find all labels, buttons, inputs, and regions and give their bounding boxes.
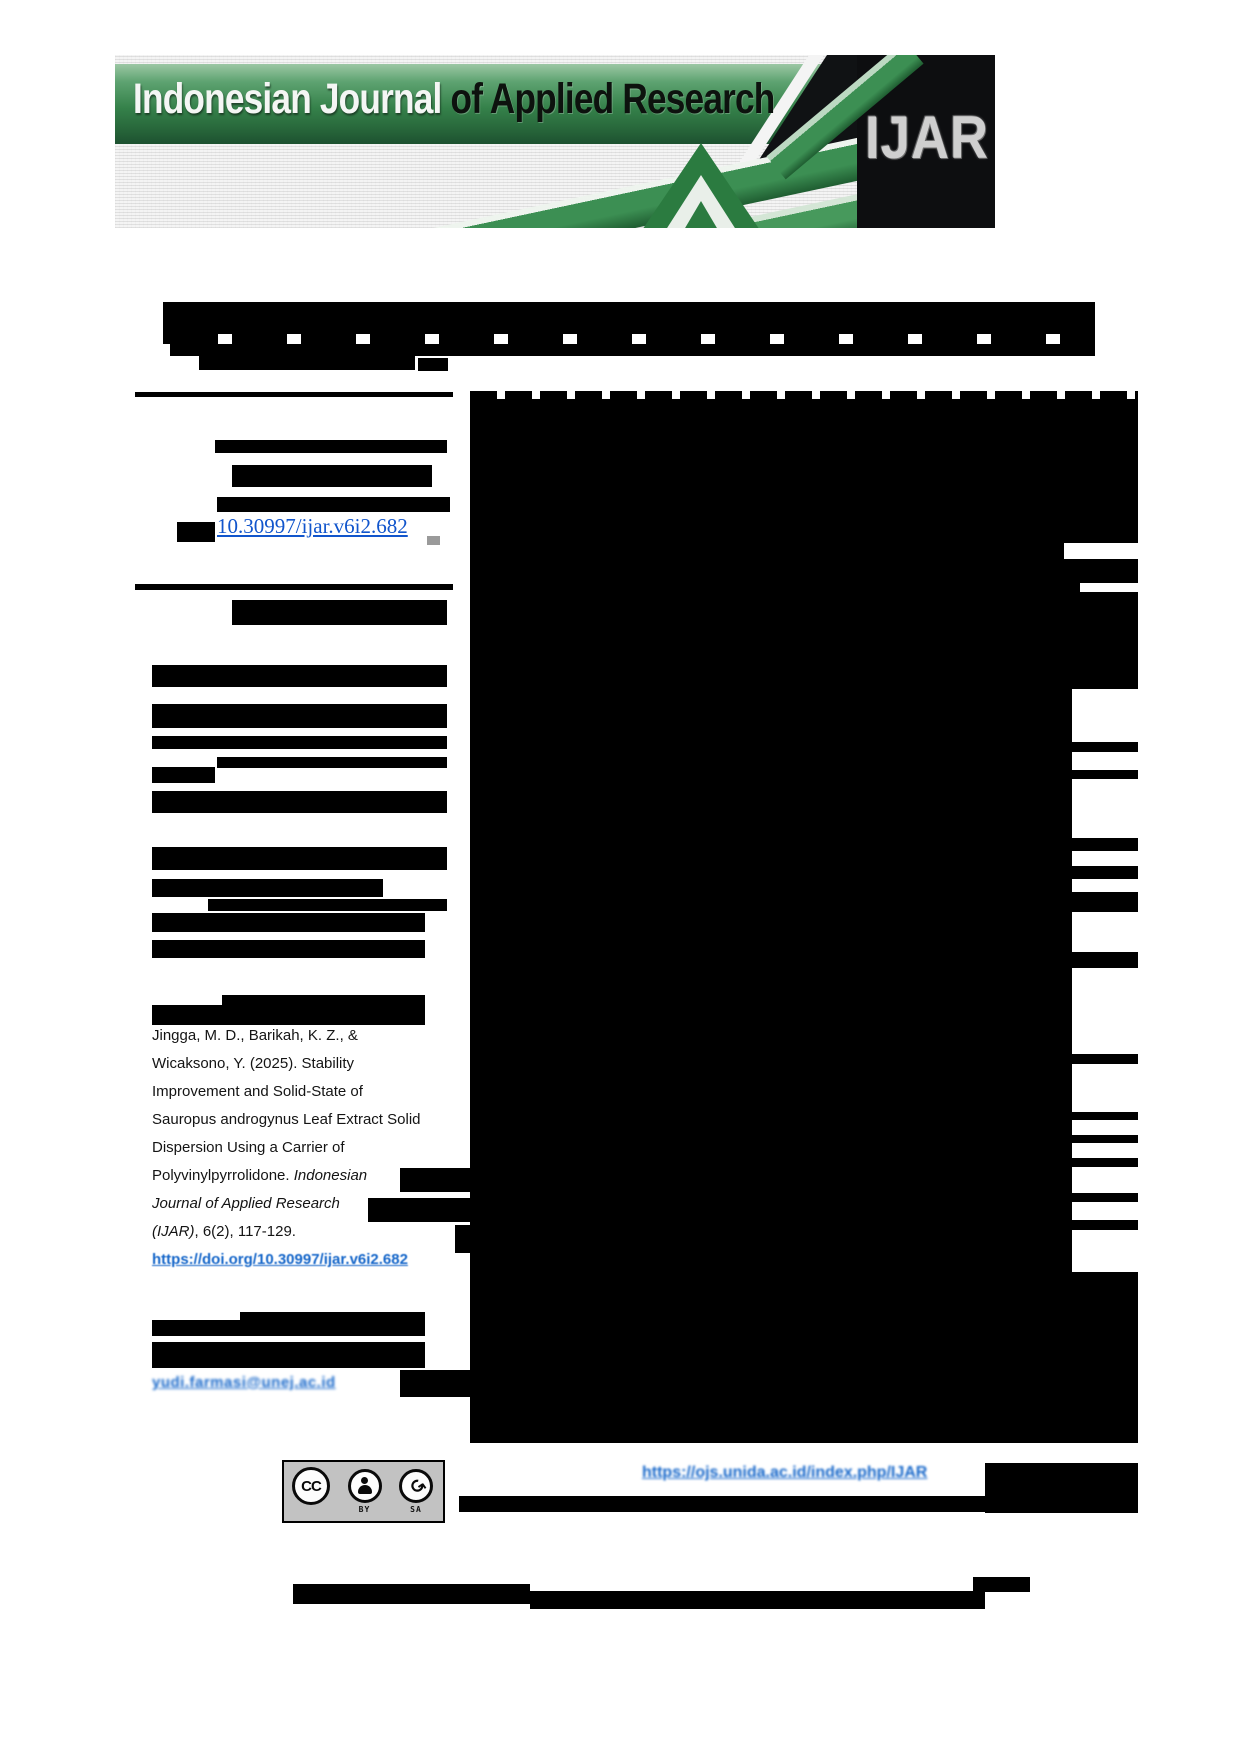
redaction-bar (152, 1342, 425, 1368)
divider-rule (135, 392, 453, 397)
redaction-bar (400, 1168, 470, 1192)
cc-icon: CC (292, 1467, 330, 1505)
redaction-gap (1072, 1230, 1138, 1272)
redaction-gap (1072, 689, 1138, 742)
redaction-gap (1064, 543, 1138, 559)
citation-line: https://doi.org/10.30997/ijar.v6i2.682 (152, 1246, 467, 1274)
redaction-bar (152, 704, 447, 728)
citation-block: Jingga, M. D., Barikah, K. Z., & Wicakso… (152, 1022, 467, 1274)
cc-sa-arrow-icon: ↺ (399, 1469, 433, 1503)
redaction-bar (135, 584, 453, 590)
redaction-bar (530, 1591, 985, 1609)
redacted-abstract-block (470, 399, 1138, 1443)
redaction-bar (152, 767, 215, 783)
citation-line: Sauropus androgynus Leaf Extract Solid (152, 1111, 421, 1128)
redaction-bar (400, 1370, 470, 1397)
redaction-bar (163, 302, 1095, 334)
journal-banner: IJAR Indonesian Journal of Applied Resea… (115, 55, 995, 228)
redaction-bar (459, 1496, 1138, 1512)
journal-title-left: Indonesian Journal (133, 75, 442, 123)
redaction-bar (199, 356, 415, 370)
redaction-bar (973, 1577, 1030, 1592)
redaction-gap (1072, 851, 1138, 866)
journal-ojs-link[interactable]: https://ojs.unida.ac.id/index.php/IJAR (642, 1464, 928, 1481)
citation-line: Journal of Applied Research (152, 1195, 340, 1212)
cc-by-sa-badge[interactable]: CC BY ↺ SA (282, 1460, 445, 1523)
citation-line: Wicaksono, Y. (2025). Stability (152, 1055, 355, 1072)
redaction-bar (177, 522, 215, 542)
redaction-gap (1072, 779, 1138, 838)
redaction-bar (208, 899, 447, 911)
doi-link[interactable]: 10.30997/ijar.v6i2.682 (217, 514, 408, 538)
redaction-bar (418, 358, 448, 371)
redaction-gap (1072, 912, 1138, 952)
cc-by-item: BY (347, 1467, 382, 1514)
redaction-bar (152, 665, 447, 687)
redaction-bar (215, 440, 447, 453)
citation-line: Dispersion Using a Carrier of (152, 1139, 345, 1156)
author-email-link[interactable]: yudi.farmasi@unej.ac.id (152, 1374, 336, 1391)
redaction-gap (1072, 1064, 1138, 1112)
journal-title: Indonesian Journal of Applied Research (133, 75, 775, 124)
ijar-logo-panel (766, 55, 995, 228)
redaction-bar (293, 1584, 530, 1604)
redaction-bar (232, 465, 432, 487)
redaction-bar (240, 1312, 425, 1321)
cc-logo-item: CC (292, 1467, 330, 1505)
redacted-text-row (470, 391, 1138, 399)
redaction-bar (152, 1005, 425, 1025)
redaction-bar (152, 913, 425, 932)
redaction-gap (1072, 1143, 1138, 1158)
redaction-bar (368, 1198, 470, 1222)
cc-sa-item: ↺ SA (399, 1467, 433, 1514)
banner-green-bar (115, 64, 857, 144)
redaction-bar (152, 791, 447, 813)
redaction-gap (1072, 879, 1138, 892)
redaction-gap (1080, 583, 1138, 592)
citation-doi-link[interactable]: https://doi.org/10.30997/ijar.v6i2.682 (152, 1251, 408, 1268)
citation-line: Polyvinylpyrrolidone. Indonesian (152, 1167, 368, 1184)
cc-by-person-icon (347, 1469, 382, 1503)
redaction-gap (1072, 752, 1138, 770)
redaction-gap (1072, 1120, 1138, 1135)
ijar-logo: IJAR (865, 104, 989, 171)
cc-by-label: BY (358, 1505, 371, 1514)
banner-peak-shape (655, 201, 747, 228)
doi-gray-mark (427, 536, 440, 545)
redaction-bar (217, 757, 447, 768)
redaction-bar (217, 497, 450, 512)
citation-line: Improvement and Solid-State of (152, 1083, 363, 1100)
citation-line: Jingga, M. D., Barikah, K. Z., & (152, 1027, 358, 1044)
redaction-bar (455, 1225, 470, 1253)
citation-line: (IJAR), 6(2), 117-129. (152, 1223, 296, 1240)
redacted-author-row (163, 334, 1095, 344)
redaction-bar (152, 1320, 425, 1336)
redaction-bar (152, 879, 383, 897)
redaction-bar (170, 344, 1095, 356)
redaction-bar (152, 736, 447, 749)
redaction-gap (1072, 968, 1138, 1054)
redaction-bar (152, 847, 447, 870)
redaction-bar (152, 940, 425, 958)
journal-title-right: of Applied Research (441, 75, 775, 123)
redaction-gap (1072, 1202, 1138, 1220)
cc-sa-label: SA (410, 1505, 422, 1514)
redaction-gap (1072, 1167, 1138, 1193)
redaction-bar (232, 600, 447, 625)
redaction-bar (222, 995, 425, 1005)
